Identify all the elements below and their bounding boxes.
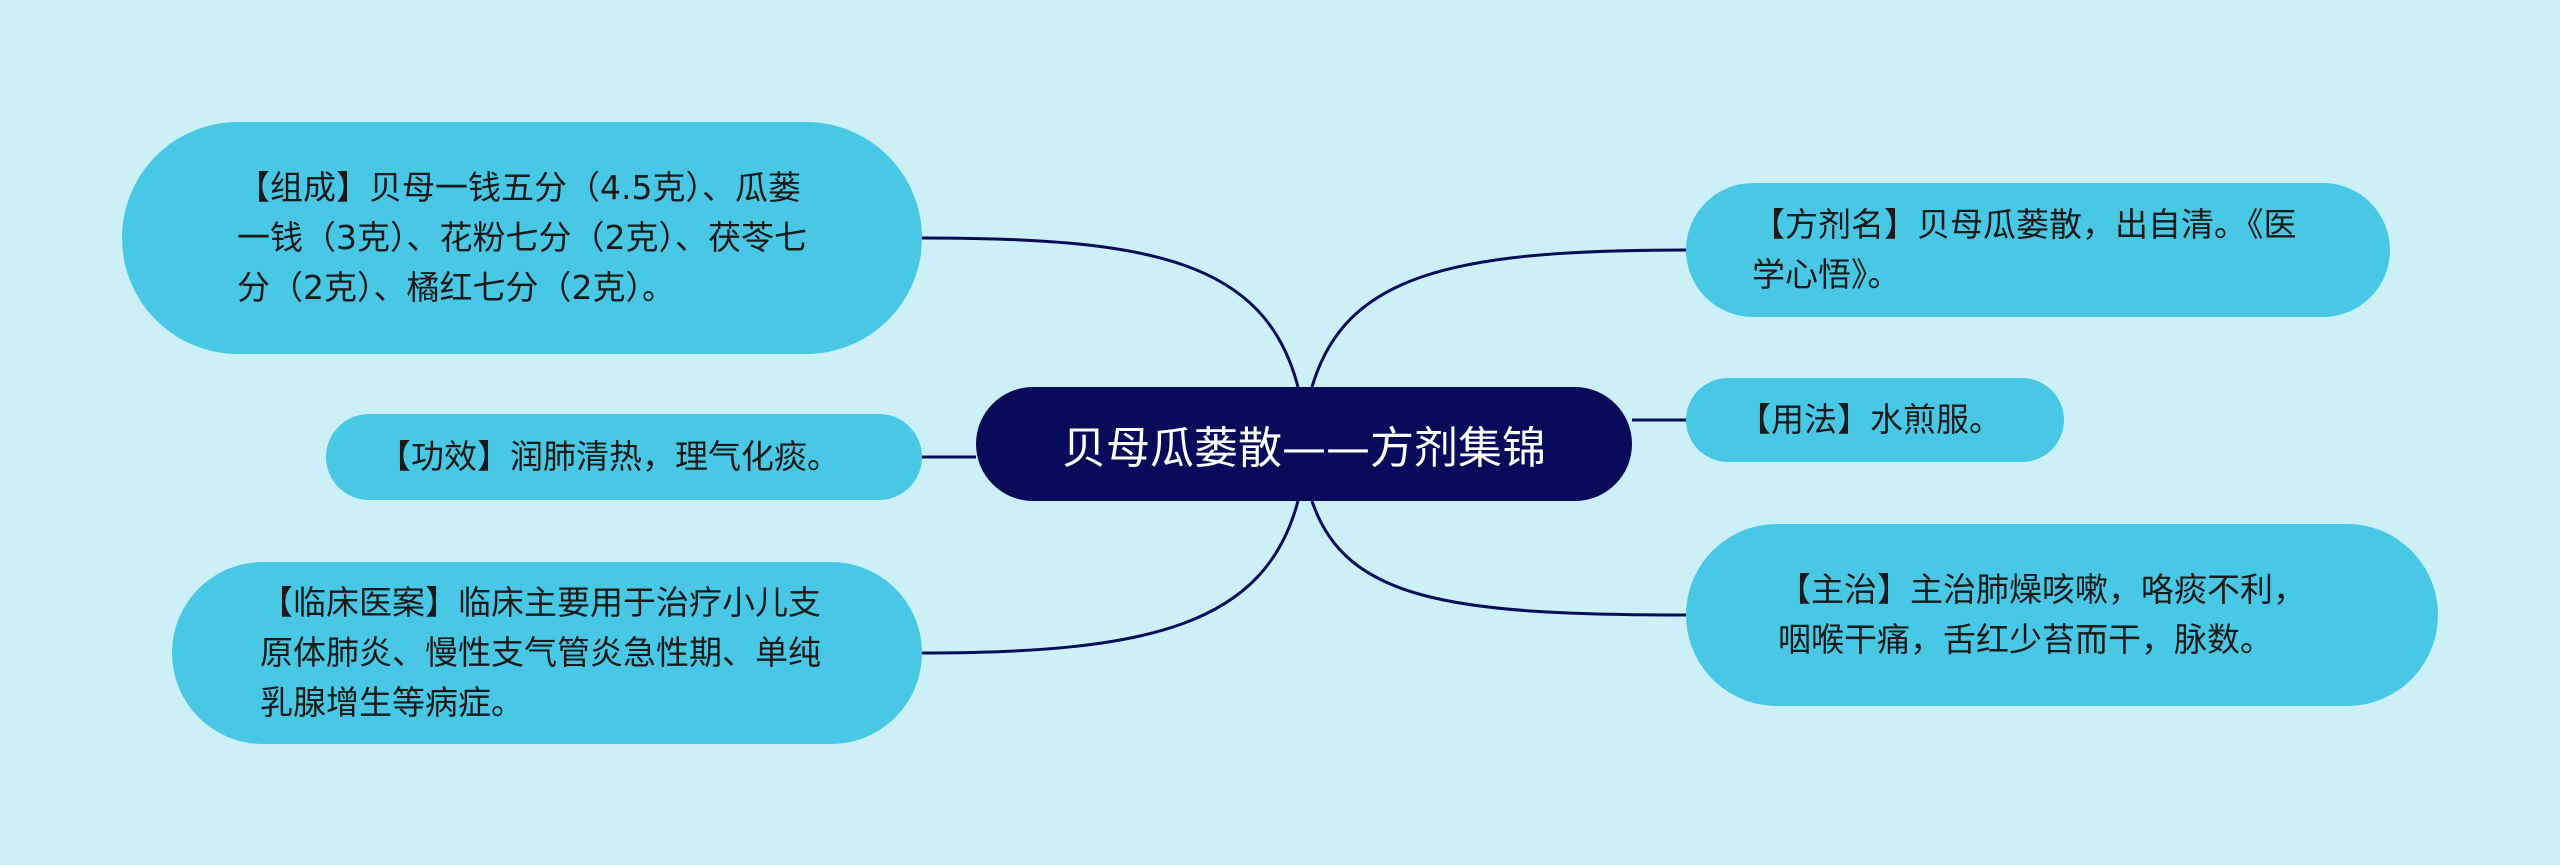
central-topic-label: 贝母瓜蒌散——方剂集锦 — [1062, 423, 1546, 474]
branch-efficacy[interactable]: 【功效】润肺清热，理气化痰。 — [326, 414, 922, 500]
branch-usage-text: 【用法】水煎服。 — [1738, 400, 2002, 439]
connector-composition — [921, 236, 1300, 388]
branch-efficacy-text: 【功效】润肺清热，理气化痰。 — [378, 437, 840, 476]
branch-formula-name[interactable]: 【方剂名】贝母瓜蒌散，出自清。《医学心悟》。 — [1686, 183, 2390, 317]
branch-indications[interactable]: 【主治】主治肺燥咳嗽，咯痰不利，咽喉干痛，舌红少苔而干，脉数。 — [1686, 524, 2438, 706]
branch-composition-text: 【组成】贝母一钱五分（4.5克）、瓜蒌一钱（3克）、花粉七分（2克）、茯苓七分（… — [237, 168, 807, 307]
connector-clinical-cases — [921, 500, 1300, 655]
branch-composition[interactable]: 【组成】贝母一钱五分（4.5克）、瓜蒌一钱（3克）、花粉七分（2克）、茯苓七分（… — [122, 122, 922, 354]
branch-usage[interactable]: 【用法】水煎服。 — [1686, 378, 2064, 462]
branch-clinical-cases[interactable]: 【临床医案】临床主要用于治疗小儿支原体肺炎、慢性支气管炎急性期、单纯乳腺增生等病… — [172, 562, 922, 744]
branch-indications-text: 【主治】主治肺燥咳嗽，咯痰不利，咽喉干痛，舌红少苔而干，脉数。 — [1778, 570, 2306, 659]
connector-indications — [1310, 500, 1687, 617]
central-topic[interactable]: 贝母瓜蒌散——方剂集锦 — [976, 387, 1632, 501]
branch-formula-name-text: 【方剂名】贝母瓜蒌散，出自清。《医学心悟》。 — [1752, 205, 2297, 294]
connector-formula-name — [1310, 248, 1687, 388]
branch-clinical-cases-text: 【临床医案】临床主要用于治疗小儿支原体肺炎、慢性支气管炎急性期、单纯乳腺增生等病… — [260, 583, 821, 722]
